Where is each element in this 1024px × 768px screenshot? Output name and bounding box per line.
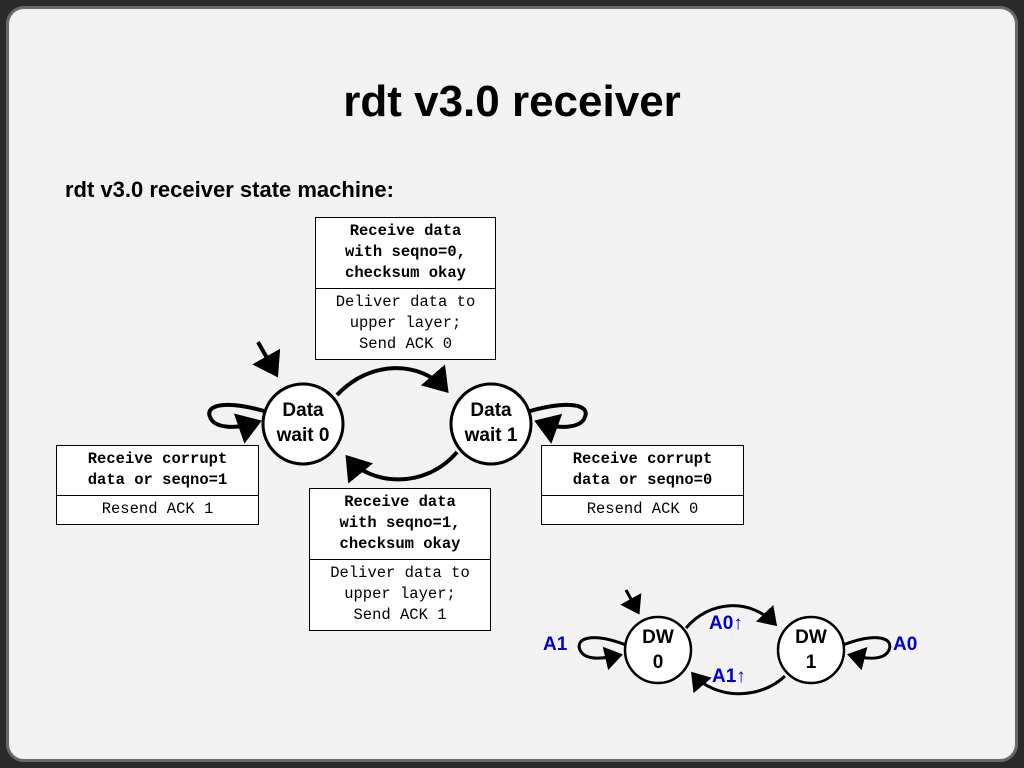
transition-top-action: Deliver data to upper layer; Send ACK 0 <box>335 293 476 353</box>
transition-right-action: Resend ACK 0 <box>586 500 699 518</box>
state-wait0-circle <box>261 382 345 466</box>
transition-bottom-condition: Receive data with seqno=1, checksum okay <box>310 489 490 560</box>
left-self-loop <box>207 403 265 444</box>
mini-right-loop <box>842 636 892 671</box>
mini-label-a0-right: A0 <box>893 634 918 655</box>
transition-bottom-action: Deliver data to upper layer; Send ACK 1 <box>330 564 470 624</box>
top-transition-arrow <box>335 364 449 397</box>
transition-bottom-box: Receive data with seqno=1, checksum okay… <box>309 488 491 631</box>
mini-bottom-arrow <box>691 671 787 696</box>
transition-left-action: Resend ACK 1 <box>101 500 214 518</box>
transition-right-condition: Receive corrupt data or seqno=0 <box>542 446 743 496</box>
mini-state-dw1-circle <box>776 615 846 685</box>
transition-left-box: Receive corrupt data or seqno=1 Resend A… <box>56 445 259 525</box>
right-self-loop <box>529 403 588 444</box>
mini-initial-arrow <box>620 589 642 615</box>
initial-arrow <box>252 341 281 378</box>
transition-right-box: Receive corrupt data or seqno=0 Resend A… <box>541 445 744 525</box>
transition-top-condition: Receive data with seqno=0, checksum okay <box>316 218 495 289</box>
mini-label-a1-left: A1 <box>543 634 568 655</box>
transition-left-condition: Receive corrupt data or seqno=1 <box>57 446 258 496</box>
bottom-transition-arrow <box>345 450 459 484</box>
mini-state-dw0-circle <box>623 615 693 685</box>
state-wait0-label: Data wait 0 <box>276 400 330 446</box>
mini-state-dw1-label: DW 1 <box>795 627 827 673</box>
slide-subtitle: rdt v3.0 receiver state machine: <box>65 177 394 202</box>
transition-top-box: Receive data with seqno=0, checksum okay… <box>315 217 496 360</box>
slide-title: rdt v3.0 receiver <box>343 77 681 126</box>
mini-label-a1-bottom: A1↑ <box>712 666 746 687</box>
mini-left-loop <box>577 636 627 671</box>
mini-state-dw0-label: DW 0 <box>642 627 674 673</box>
slide: rdt v3.0 receiver rdt v3.0 receiver stat… <box>6 6 1018 762</box>
mini-top-arrow <box>684 604 778 629</box>
state-wait1-label: Data wait 1 <box>464 400 518 446</box>
state-wait1-circle <box>449 382 533 466</box>
mini-label-a0-top: A0↑ <box>709 613 743 634</box>
